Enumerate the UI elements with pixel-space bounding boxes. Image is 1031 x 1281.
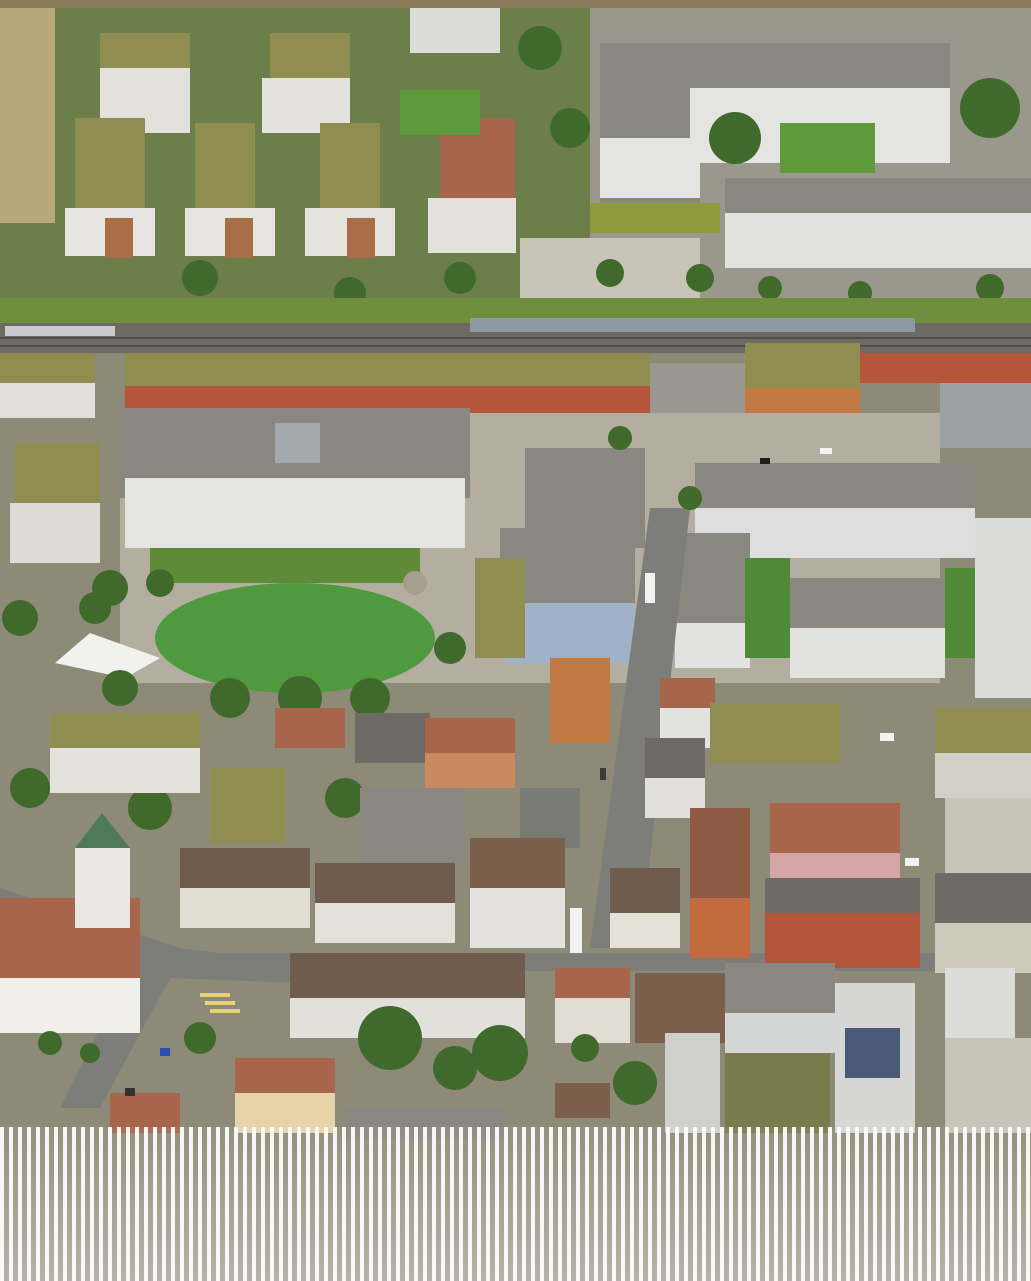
white-tent <box>55 633 160 678</box>
crosswalks <box>200 993 240 1013</box>
middle-trees <box>2 426 702 830</box>
park-hedges <box>150 548 420 583</box>
station-canopy <box>470 318 915 332</box>
fountain <box>403 571 427 595</box>
aerial-photo <box>0 8 1031 1281</box>
top-color-band <box>0 0 1031 8</box>
upper-left-buildings <box>0 8 516 258</box>
lower-buildings <box>50 658 1031 973</box>
upper-trees <box>182 26 1020 309</box>
train <box>5 326 115 336</box>
middle-buildings <box>10 408 1031 698</box>
lower-trees <box>38 1006 657 1105</box>
church <box>0 813 140 1033</box>
park-lawn <box>155 583 435 693</box>
main-street <box>590 508 690 948</box>
vehicles <box>125 448 919 1096</box>
